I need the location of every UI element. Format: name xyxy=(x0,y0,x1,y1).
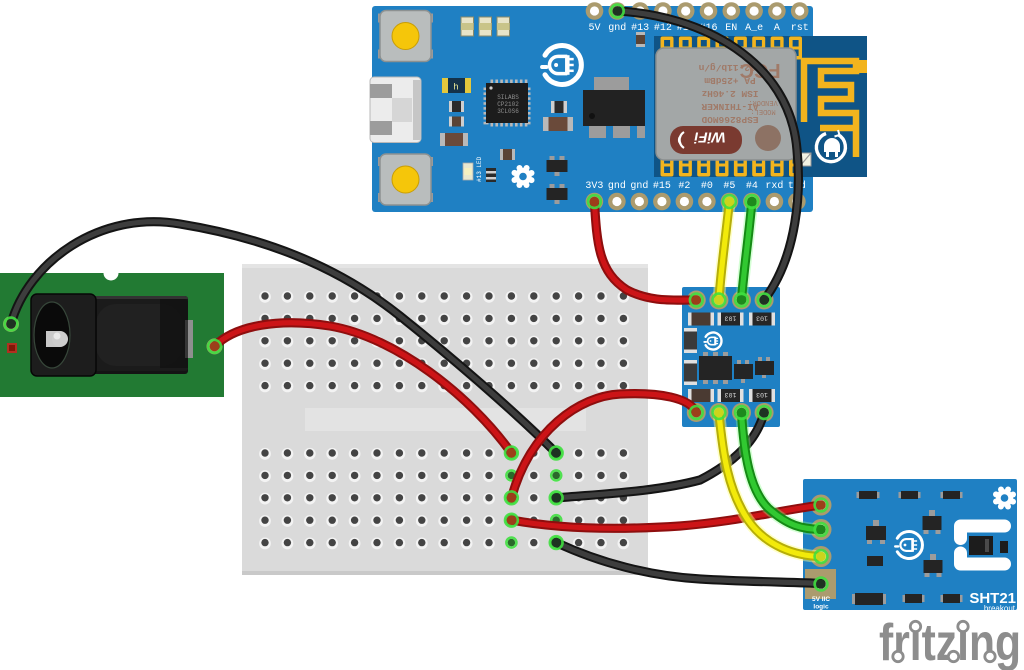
svg-text:#0: #0 xyxy=(701,181,713,192)
svg-text:gnd: gnd xyxy=(630,180,648,192)
svg-text:103: 103 xyxy=(725,315,737,322)
svg-text:#2: #2 xyxy=(678,181,690,192)
svg-text:gnd: gnd xyxy=(608,180,626,192)
svg-text:VENDOR:: VENDOR: xyxy=(748,98,777,106)
svg-text:SILABS: SILABS xyxy=(497,94,519,101)
svg-text:SHT21: SHT21 xyxy=(969,590,1016,607)
svg-text:ISM 2.4GHz: ISM 2.4GHz xyxy=(701,88,758,99)
svg-text:3CL0S6: 3CL0S6 xyxy=(497,108,519,115)
svg-text:5V: 5V xyxy=(588,23,600,34)
svg-text:5V IIC: 5V IIC xyxy=(812,596,830,603)
svg-text:#5: #5 xyxy=(723,181,735,192)
svg-text:rxd: rxd xyxy=(765,180,783,192)
svg-text:PA +25dBm: PA +25dBm xyxy=(704,75,756,86)
svg-text:CP2102: CP2102 xyxy=(497,101,519,108)
svg-text:#4: #4 xyxy=(746,181,758,192)
svg-text:3V3: 3V3 xyxy=(585,181,603,192)
svg-text:breakout: breakout xyxy=(984,604,1016,613)
svg-text:#12: #12 xyxy=(654,23,672,34)
svg-text:rst: rst xyxy=(791,23,809,34)
svg-text:103: 103 xyxy=(756,391,768,398)
svg-text:gnd: gnd xyxy=(608,22,626,34)
svg-text:A: A xyxy=(774,23,780,34)
svg-text:103: 103 xyxy=(725,391,737,398)
svg-text:103: 103 xyxy=(756,315,768,322)
svg-text:logic: logic xyxy=(813,604,829,611)
svg-text:ESP8266MOD: ESP8266MOD xyxy=(701,114,758,125)
svg-text:A_e: A_e xyxy=(745,23,763,34)
svg-text:MODEL:: MODEL: xyxy=(750,107,775,115)
svg-text:#13 LED: #13 LED xyxy=(476,156,483,182)
svg-text:h: h xyxy=(453,83,458,93)
svg-text:EN: EN xyxy=(725,23,737,34)
svg-text:#15: #15 xyxy=(653,181,671,192)
svg-text:802.11b/g/n: 802.11b/g/n xyxy=(698,62,761,73)
svg-text:AI-THINKER: AI-THINKER xyxy=(701,101,758,112)
svg-text:#13: #13 xyxy=(631,23,649,34)
svg-text:WiFi: WiFi xyxy=(693,129,725,146)
